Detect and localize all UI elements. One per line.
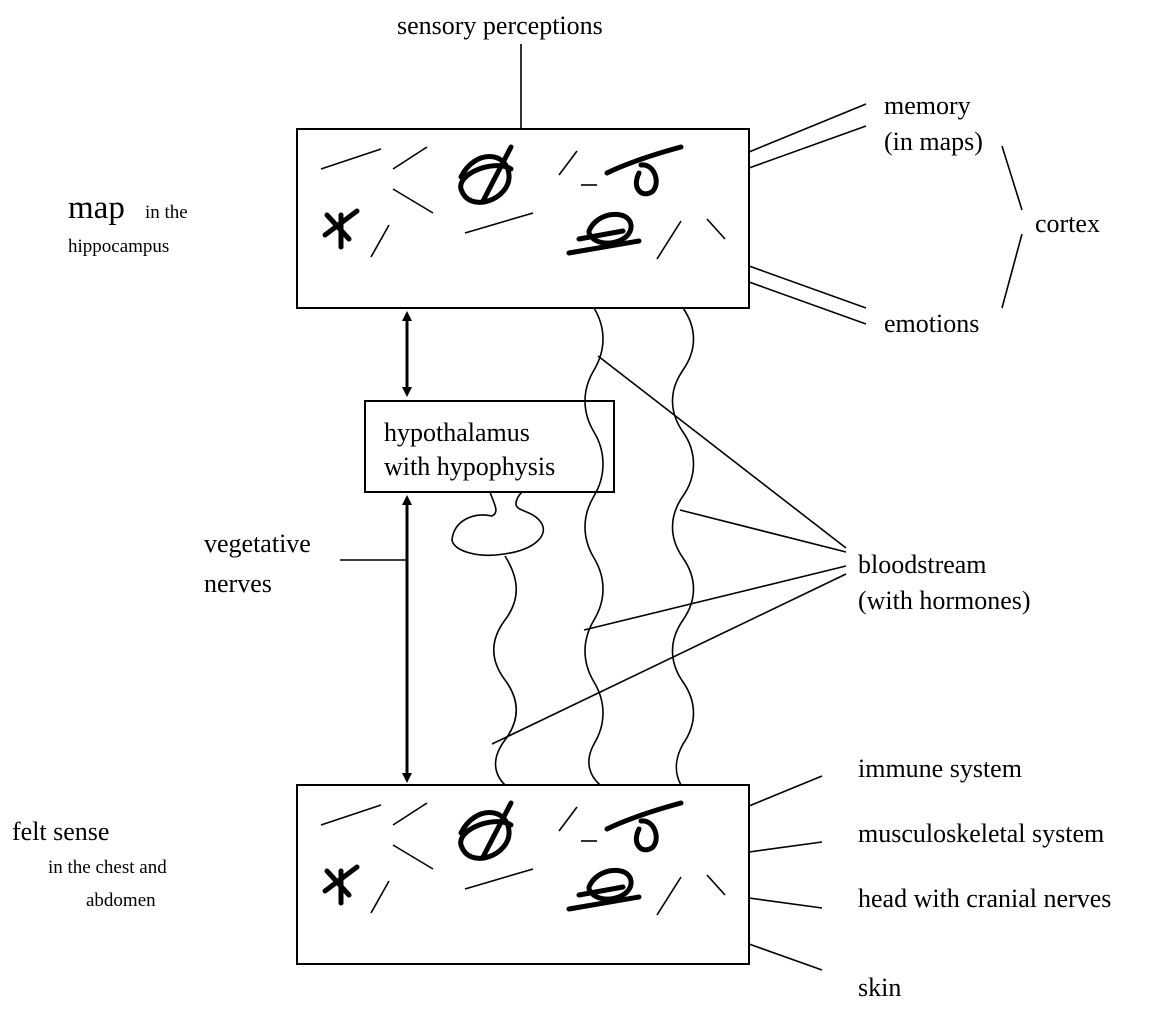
felt-sense-box [296, 784, 750, 965]
nerves-label: nerves [204, 569, 272, 598]
felt-sense-label: felt sense [12, 817, 109, 846]
immune-line [748, 775, 823, 807]
hippocampus-label: hippocampus [68, 236, 169, 257]
memory-label: memory [884, 91, 971, 120]
head-line [748, 897, 823, 909]
blood-line-1 [597, 355, 847, 549]
blood-line-4 [491, 573, 847, 745]
head-cranial-label: head with cranial nerves [858, 884, 1111, 913]
hypothalamus-box [364, 400, 615, 493]
hypophysis-label: with hypophysis [384, 452, 555, 481]
hormones-label: (with hormones) [858, 586, 1031, 615]
bloodstream-label: bloodstream [858, 550, 987, 579]
cortex-label: cortex [1035, 209, 1100, 238]
sensory-perceptions-label: sensory perceptions [397, 11, 603, 40]
map-label: map [68, 190, 125, 226]
immune-system-label: immune system [858, 754, 1022, 783]
memory-sublabel: (in maps) [884, 127, 983, 156]
skin-line [748, 943, 823, 971]
emotions-line-2 [748, 281, 867, 325]
memory-line-1 [748, 103, 867, 153]
blood-vessel-1 [493, 555, 517, 786]
map-box [296, 128, 750, 309]
skin-label: skin [858, 973, 901, 1002]
vegetative-label: vegetative [204, 529, 311, 558]
abdomen-label: abdomen [86, 890, 156, 911]
musculo-line [748, 841, 823, 853]
blood-vessel-3 [671, 307, 695, 786]
musculoskeletal-label: musculoskeletal system [858, 819, 1104, 848]
chest-label: in the chest and [48, 857, 167, 878]
map-label-small: in the [145, 202, 188, 223]
memory-line-2 [748, 125, 867, 169]
hypophysis-shape [451, 491, 545, 556]
blood-line-3 [583, 565, 847, 631]
cortex-bracket [1001, 145, 1023, 309]
emotions-line-1 [748, 265, 867, 309]
blood-vessel-2 [584, 307, 604, 786]
hypothalamus-label: hypothalamus [384, 418, 530, 447]
emotions-label: emotions [884, 309, 979, 338]
blood-line-2 [679, 509, 847, 553]
